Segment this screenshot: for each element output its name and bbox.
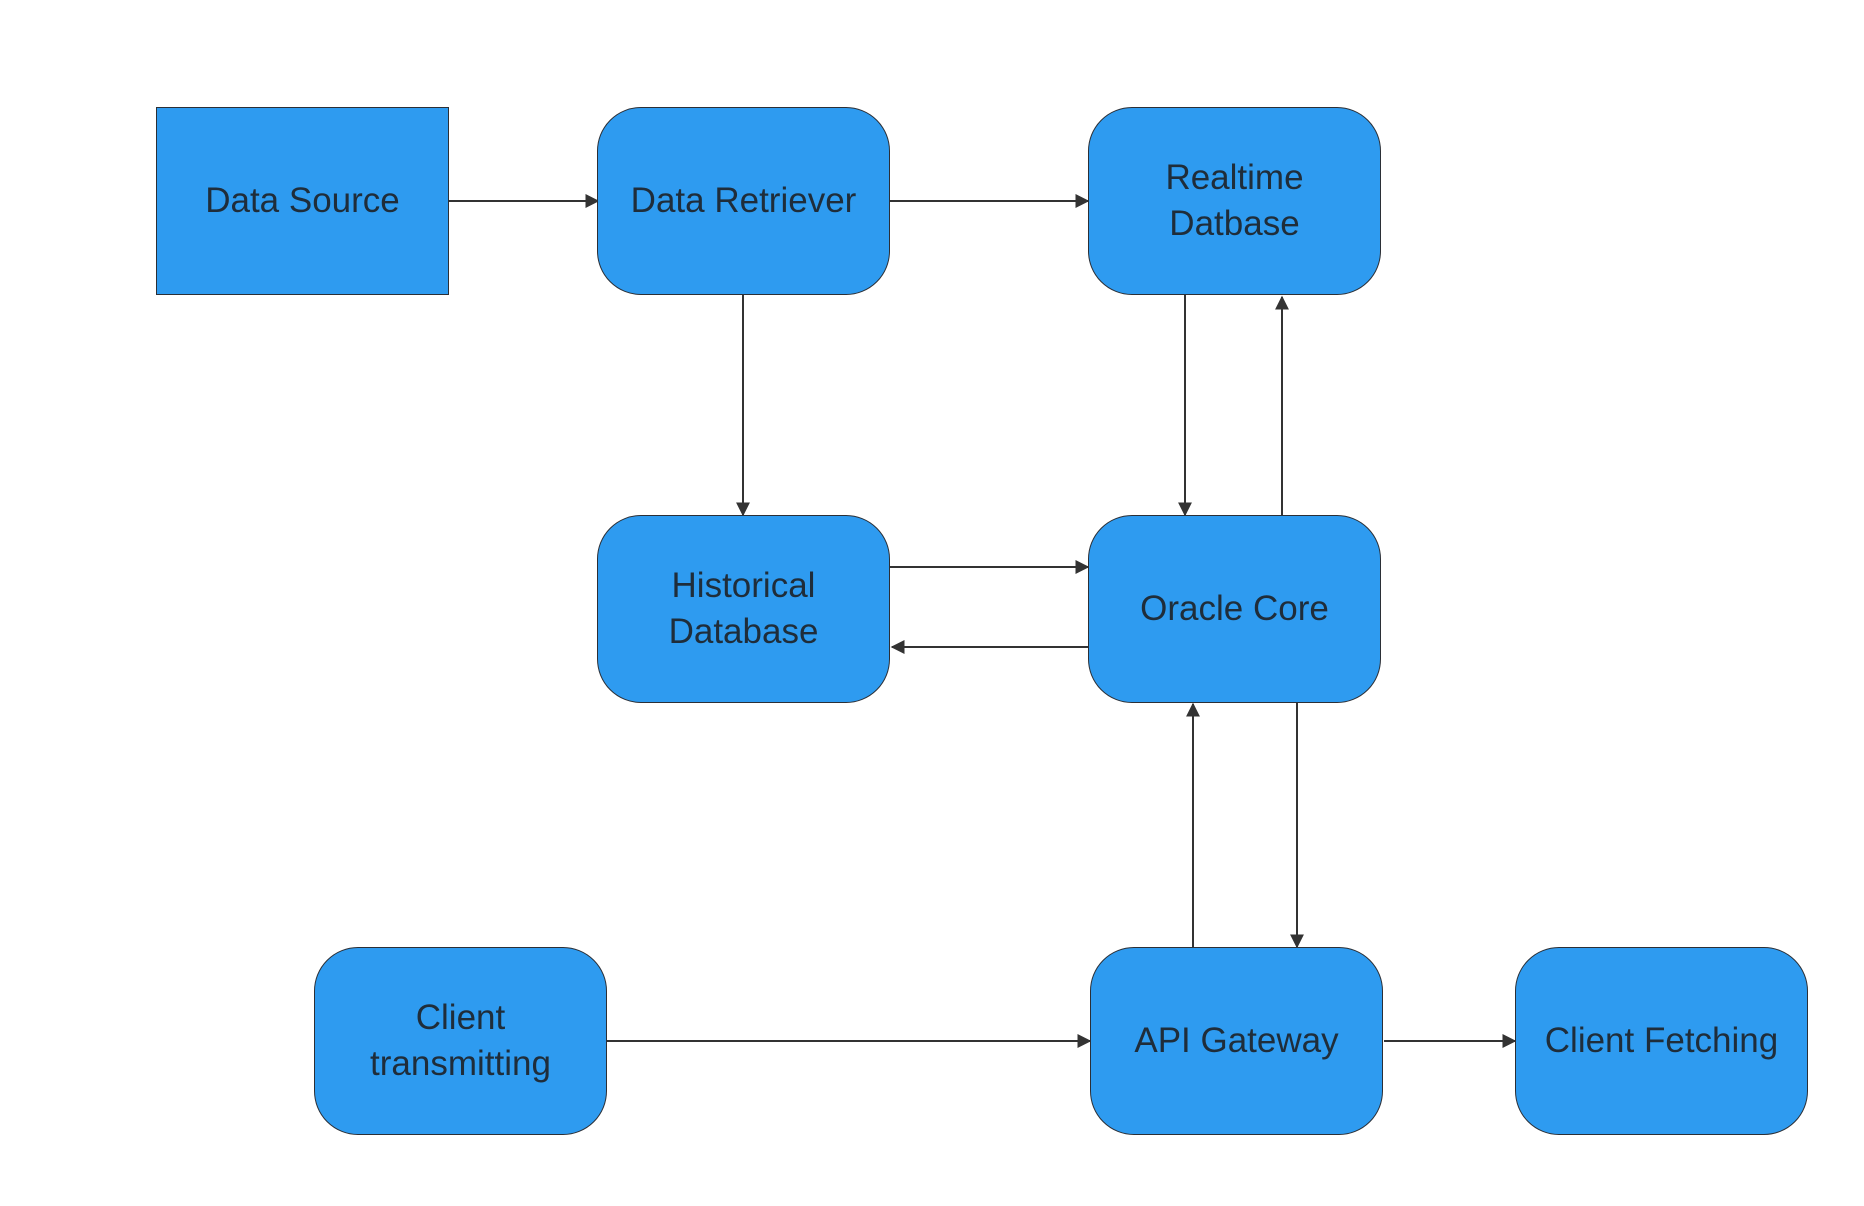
node-label: API Gateway bbox=[1134, 1020, 1339, 1060]
node-label: Data Retriever bbox=[630, 180, 857, 220]
node-label: Client transmitting bbox=[370, 997, 551, 1083]
node-label: Client Fetching bbox=[1544, 1020, 1779, 1060]
node-label: Realtime Datbase bbox=[1165, 157, 1304, 243]
node-data-source[interactable]: Data Source bbox=[156, 107, 449, 295]
node-oracle-core[interactable]: Oracle Core bbox=[1088, 515, 1381, 703]
node-api-gateway[interactable]: API Gateway bbox=[1090, 947, 1383, 1135]
node-label: Oracle Core bbox=[1140, 588, 1329, 628]
node-realtime-database[interactable]: Realtime Datbase bbox=[1088, 107, 1381, 295]
node-client-fetching[interactable]: Client Fetching bbox=[1515, 947, 1808, 1135]
node-data-retriever[interactable]: Data Retriever bbox=[597, 107, 890, 295]
node-historical-database[interactable]: Historical Database bbox=[597, 515, 890, 703]
node-label: Data Source bbox=[205, 180, 400, 220]
node-label: Historical Database bbox=[668, 565, 819, 651]
node-client-transmitting[interactable]: Client transmitting bbox=[314, 947, 607, 1135]
